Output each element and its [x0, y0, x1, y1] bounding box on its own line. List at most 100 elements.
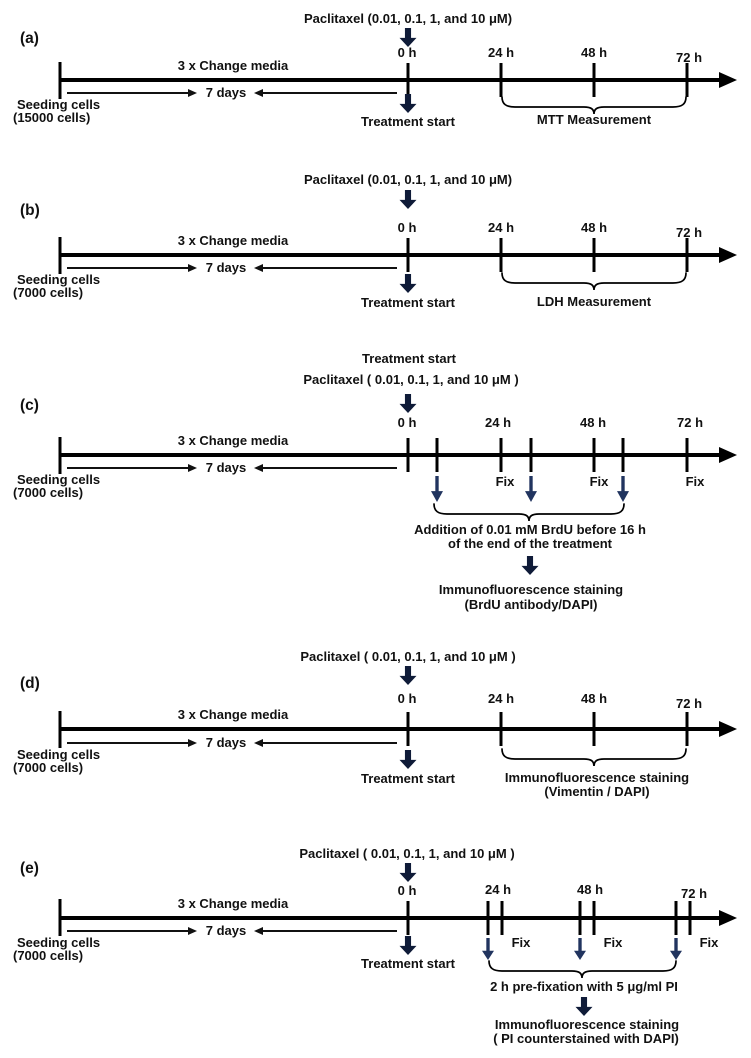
days-arrow-line	[67, 92, 189, 94]
paclitaxel-label: Paclitaxel (0.01, 0.1, 1, and 10 μM)	[303, 172, 513, 187]
prefixation-brace	[488, 960, 677, 979]
timeline	[60, 78, 720, 82]
down-arrow-icon	[399, 936, 417, 955]
timeline	[60, 916, 720, 920]
days-arrow-line	[263, 467, 397, 469]
change-media-label: 3 x Change media	[177, 58, 289, 73]
days-arrow-line	[263, 742, 397, 744]
tick-label-0h: 0 h	[397, 220, 417, 235]
brdu-brace	[433, 503, 625, 522]
treatment-start-label: Treatment start	[361, 771, 455, 786]
measurement-label: MTT Measurement	[536, 112, 652, 127]
measurement-brace	[501, 748, 687, 767]
brdu-note-line2: of the end of the treatment	[448, 536, 612, 551]
tick-label-24h: 24 h	[487, 691, 515, 706]
left-arrow-icon	[254, 264, 263, 272]
seeding-cells-label: Seeding cells	[17, 472, 101, 487]
days-arrow-line	[67, 930, 189, 932]
treatment-start-label: Treatment start	[362, 351, 456, 366]
days-label: 7 days	[205, 735, 247, 750]
staining-label-line1: Immunofluorescence staining	[504, 770, 690, 785]
right-arrow-icon	[188, 89, 197, 97]
down-arrow-icon	[399, 750, 417, 769]
down-arrow-icon	[525, 476, 537, 502]
days-arrow-line	[67, 467, 189, 469]
tick-label-48h: 48 h	[579, 415, 607, 430]
seeding-count-label: (7000 cells)	[13, 948, 84, 963]
fix-label: Fix	[699, 935, 719, 950]
staining-label-line2: ( PI counterstained with DAPI)	[493, 1031, 679, 1046]
days-arrow-line	[263, 930, 397, 932]
timeline-arrowhead-icon	[719, 447, 737, 463]
timeline	[60, 727, 720, 731]
tick-label-48h: 48 h	[580, 45, 608, 60]
fix-label: Fix	[685, 474, 705, 489]
panel-label: (d)	[20, 675, 40, 692]
fix-label: Fix	[511, 935, 531, 950]
seeding-cells-label: Seeding cells	[17, 97, 101, 112]
timeline-arrowhead-icon	[719, 721, 737, 737]
fix-label: Fix	[589, 474, 609, 489]
timeline-arrowhead-icon	[719, 247, 737, 263]
treatment-start-label: Treatment start	[361, 956, 455, 971]
tick-label-24h: 24 h	[487, 220, 515, 235]
seeding-cells-label: Seeding cells	[17, 747, 101, 762]
tick-label-0h: 0 h	[397, 415, 417, 430]
seeding-cells-label: Seeding cells	[17, 272, 101, 287]
timeline	[60, 453, 720, 457]
staining-label-line2: (Vimentin / DAPI)	[544, 784, 650, 799]
brdu-note-line1: Addition of 0.01 mM BrdU before 16 h	[414, 522, 646, 537]
prefixation-note: 2 h pre-fixation with 5 μg/ml PI	[490, 979, 678, 994]
left-arrow-icon	[254, 464, 263, 472]
down-arrow-icon	[521, 556, 539, 575]
change-media-label: 3 x Change media	[177, 896, 289, 911]
days-arrow-line	[263, 267, 397, 269]
seeding-count-label: (7000 cells)	[13, 485, 84, 500]
tick-label-24h: 24 h	[484, 415, 512, 430]
days-arrow-line	[67, 267, 189, 269]
tick-label-48h: 48 h	[580, 220, 608, 235]
days-label: 7 days	[205, 460, 247, 475]
panel-label: (c)	[20, 397, 39, 414]
days-label: 7 days	[205, 923, 247, 938]
paclitaxel-label: Paclitaxel (0.01, 0.1, 1, and 10 μM)	[303, 11, 513, 26]
measurement-brace	[501, 272, 687, 291]
change-media-label: 3 x Change media	[177, 433, 289, 448]
change-media-label: 3 x Change media	[177, 707, 289, 722]
treatment-start-label: Treatment start	[361, 295, 455, 310]
tick-label-0h: 0 h	[397, 883, 417, 898]
down-arrow-icon	[399, 666, 417, 685]
right-arrow-icon	[188, 464, 197, 472]
seeding-cells-label: Seeding cells	[17, 935, 101, 950]
timeline-arrowhead-icon	[719, 72, 737, 88]
down-arrow-icon	[482, 938, 494, 960]
staining-label-line1: Immunofluorescence staining	[438, 582, 624, 597]
tick-label-72h: 72 h	[680, 886, 708, 901]
fix-label: Fix	[603, 935, 623, 950]
change-media-label: 3 x Change media	[177, 233, 289, 248]
panel-label: (b)	[20, 202, 40, 219]
days-arrow-line	[263, 92, 397, 94]
right-arrow-icon	[188, 739, 197, 747]
down-arrow-icon	[574, 938, 586, 960]
tick-label-72h: 72 h	[676, 415, 704, 430]
fix-label: Fix	[495, 474, 515, 489]
paclitaxel-label: Paclitaxel ( 0.01, 0.1, 1, and 10 μM )	[303, 372, 519, 387]
panel-label: (e)	[20, 860, 39, 877]
down-arrow-icon	[399, 863, 417, 882]
timeline	[60, 253, 720, 257]
tick-label-72h: 72 h	[675, 50, 703, 65]
tick-label-24h: 24 h	[484, 882, 512, 897]
left-arrow-icon	[254, 739, 263, 747]
down-arrow-icon	[617, 476, 629, 502]
left-arrow-icon	[254, 89, 263, 97]
treatment-start-label: Treatment start	[361, 114, 455, 129]
staining-label-line2: (BrdU antibody/DAPI)	[464, 597, 598, 612]
tick-label-0h: 0 h	[397, 691, 417, 706]
down-arrow-icon	[431, 476, 443, 502]
tick-label-72h: 72 h	[675, 225, 703, 240]
tick-label-48h: 48 h	[580, 691, 608, 706]
down-arrow-icon	[399, 394, 417, 413]
staining-label-line1: Immunofluorescence staining	[494, 1017, 680, 1032]
